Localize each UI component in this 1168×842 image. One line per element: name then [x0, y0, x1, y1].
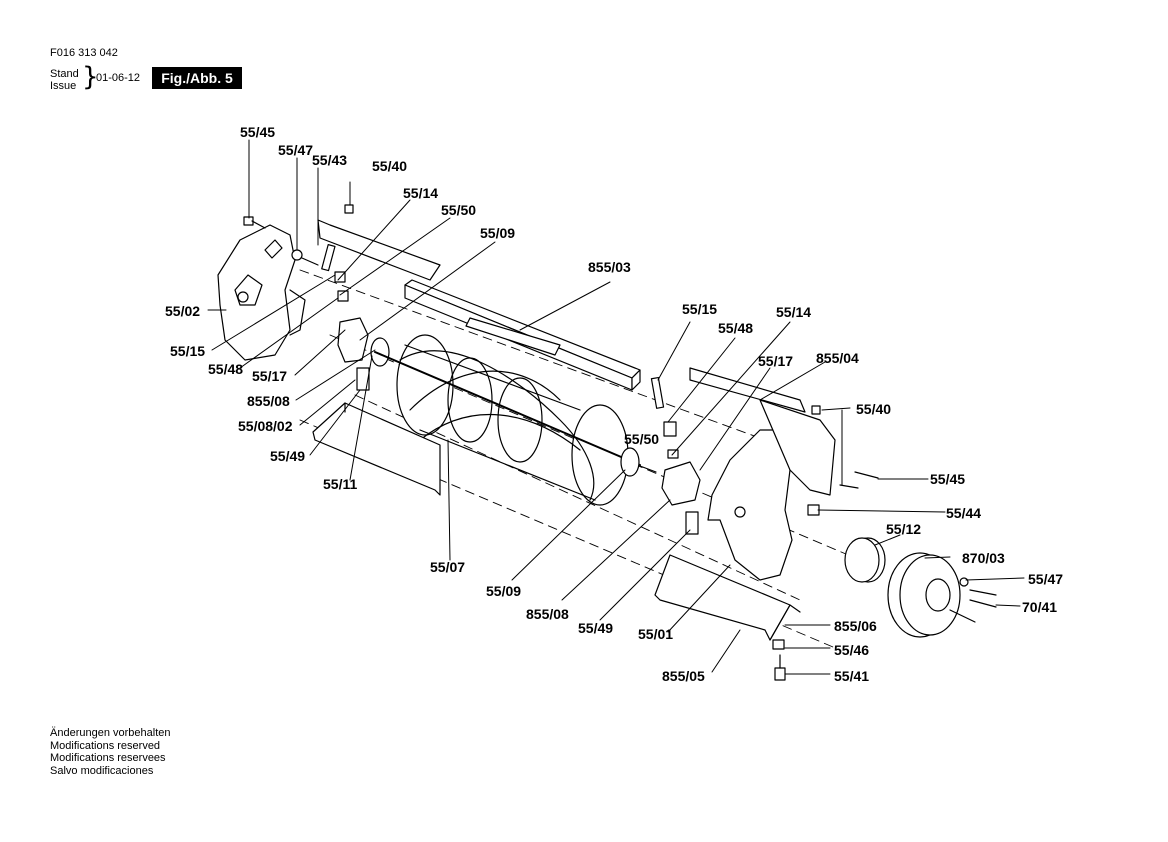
callout-55-48-b: 55/48	[718, 320, 754, 336]
lower-left-blade	[312, 402, 441, 496]
upper-bar	[317, 219, 806, 413]
callout-55-41: 55/41	[834, 668, 870, 684]
callout-855-04: 855/04	[816, 350, 859, 366]
callout-55-08-02: 55/08/02	[238, 418, 293, 434]
brace-glyph: }	[82, 62, 99, 92]
notice-en: Modifications reserved	[50, 739, 161, 752]
callout-55-46: 55/46	[834, 642, 870, 658]
callout-55-44: 55/44	[946, 505, 982, 521]
callout-55-50-a: 55/50	[441, 202, 477, 218]
callout-55-48-a: 55/48	[208, 361, 244, 377]
issue-date: 01-06-12	[96, 72, 141, 84]
lower-right-blade	[654, 554, 801, 641]
left-fasteners	[243, 204, 390, 391]
callout-870-03: 870/03	[962, 550, 1005, 566]
modification-notice: Änderungen vorbehalten Modifications res…	[50, 727, 170, 777]
callout-55-11: 55/11	[323, 476, 358, 492]
callout-55-15-b: 55/15	[682, 301, 718, 317]
notice-fr: Modifications reservees	[50, 752, 166, 764]
callout-855-08-b: 855/08	[526, 606, 569, 622]
callout-55-17-a: 55/17	[252, 368, 288, 384]
callout-55-49-a: 55/49	[270, 448, 306, 464]
callout-55-45-b: 55/45	[930, 471, 966, 487]
callout-55-49-b: 55/49	[578, 620, 614, 636]
stand-label: Stand	[50, 68, 79, 80]
reel-cylinder	[374, 334, 657, 506]
right-fasteners	[772, 405, 879, 681]
callout-855-08-a: 855/08	[247, 393, 290, 409]
callout-70-41: 70/41	[1022, 599, 1058, 615]
right-side-plate	[650, 376, 836, 581]
callout-855-06: 855/06	[834, 618, 877, 634]
callout-55-50-b: 55/50	[624, 431, 660, 447]
callout-55-09-a: 55/09	[480, 225, 516, 241]
pulley-assembly	[844, 537, 997, 638]
callout-55-40-a: 55/40	[372, 158, 408, 174]
leader-lines	[207, 139, 1025, 675]
callout-55-45-a: 55/45	[240, 124, 276, 140]
callout-55-47-b: 55/47	[1028, 571, 1064, 587]
callout-55-47-a: 55/47	[278, 142, 314, 158]
callout-55-09-b: 55/09	[486, 583, 522, 599]
callout-55-40-b: 55/40	[856, 401, 892, 417]
callout-55-14-a: 55/14	[403, 185, 439, 201]
callout-55-17-b: 55/17	[758, 353, 794, 369]
callout-55-01: 55/01	[638, 626, 674, 642]
figure-label: Fig./Abb. 5	[152, 67, 242, 89]
callout-55-43: 55/43	[312, 152, 348, 168]
callout-55-12: 55/12	[886, 521, 922, 537]
notice-de: Änderungen vorbehalten	[50, 727, 171, 739]
left-side-plate	[217, 224, 306, 361]
issue-label: Issue	[50, 80, 77, 92]
callout-55-02: 55/02	[165, 303, 201, 319]
callout-855-05: 855/05	[662, 668, 705, 684]
callout-55-07: 55/07	[430, 559, 466, 575]
callout-55-14-b: 55/14	[776, 304, 812, 320]
document-number: F016 313 042	[50, 47, 118, 59]
callout-55-15-a: 55/15	[170, 343, 206, 359]
callout-855-03: 855/03	[588, 259, 631, 275]
notice-es: Salvo modificaciones	[50, 764, 154, 777]
